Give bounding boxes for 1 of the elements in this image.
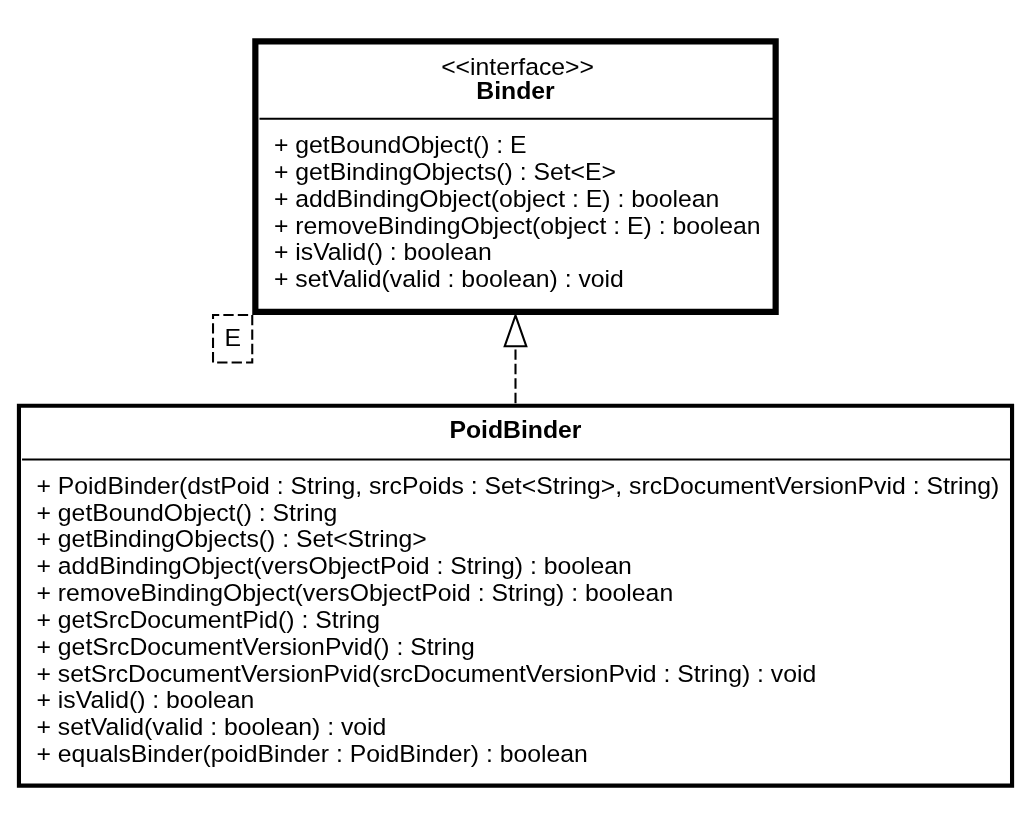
node-label: E: [224, 323, 241, 351]
